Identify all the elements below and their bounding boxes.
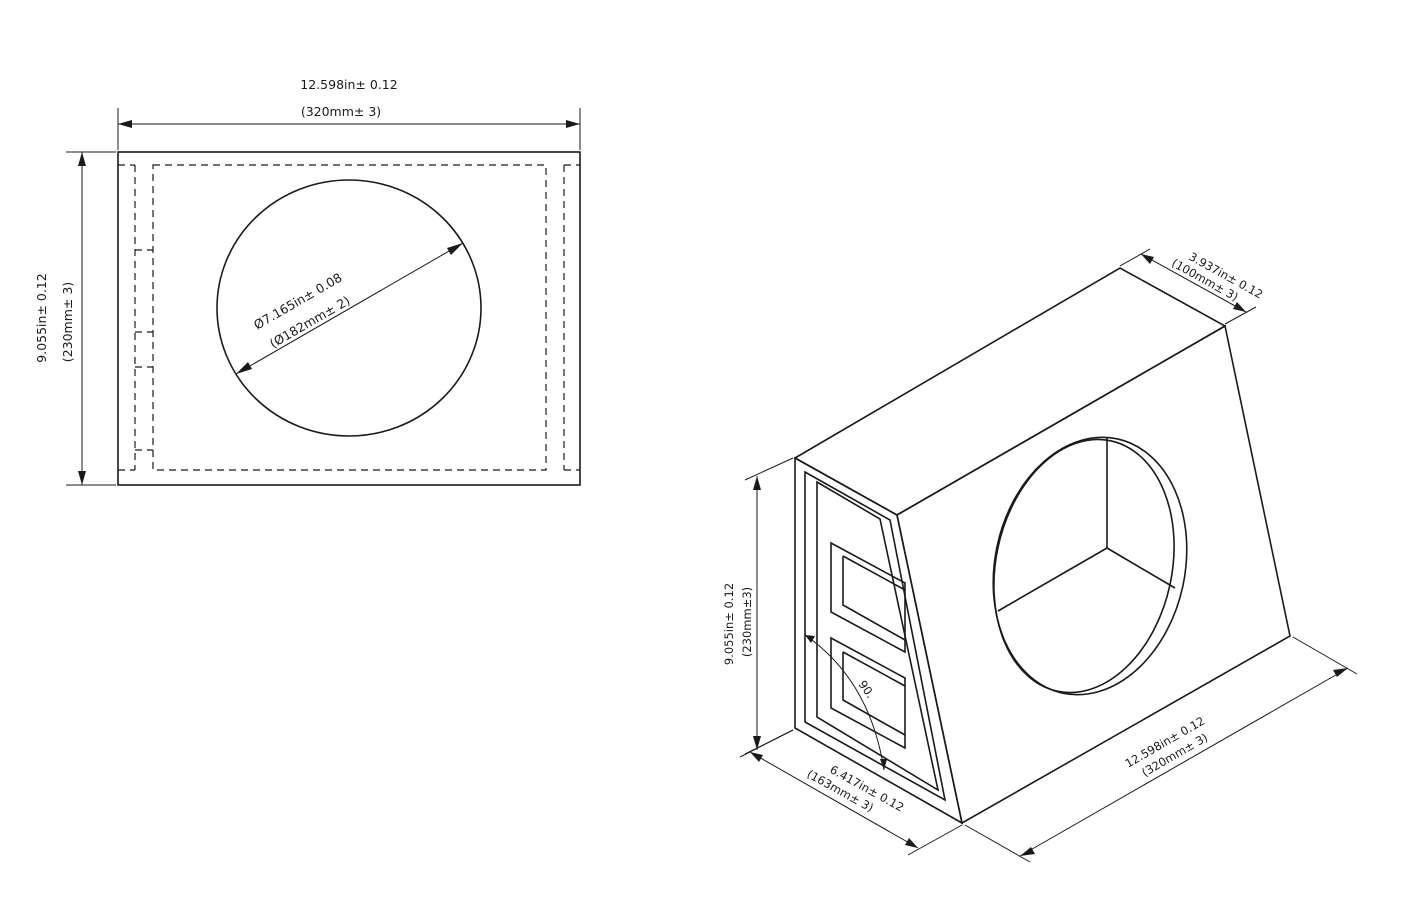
front-outline xyxy=(117,151,581,486)
speaker-hole xyxy=(216,179,482,437)
hole-diameter-line xyxy=(235,242,464,375)
box-edges xyxy=(793,267,1291,825)
front-width-metric: (320mm± 3) xyxy=(301,104,381,119)
front-height-dimension: 9.055in± 0.12 (230mm± 3) xyxy=(34,151,116,486)
iso-height-dimension: 9.055in± 0.12 (230mm±3) xyxy=(722,457,794,755)
hole-diameter-label: Ø7.165in± 0.08 (Ø182mm± 2) xyxy=(251,270,353,351)
iso-top-depth-dimension: 3.937in± 0.12 (100mm± 3) xyxy=(1119,248,1265,325)
isometric-view: 90. 3.937in± 0.12 (100mm± 3) xyxy=(722,248,1358,863)
front-width-imperial: 12.598in± 0.12 xyxy=(300,77,397,92)
iso-speaker-hole xyxy=(992,436,1188,696)
front-height-imperial: 9.055in± 0.12 xyxy=(34,273,49,362)
front-height-metric: (230mm± 3) xyxy=(60,282,75,362)
hidden-lines xyxy=(118,164,580,471)
iso-height-imperial: 9.055in± 0.12 xyxy=(722,583,736,665)
iso-height-metric: (230mm±3) xyxy=(740,587,754,657)
front-view: Ø7.165in± 0.08 (Ø182mm± 2) 12.598in± 0.1… xyxy=(34,77,581,486)
side-panel-frame: 90. xyxy=(804,470,947,802)
angle-label: 90. xyxy=(856,678,878,701)
front-width-dimension: 12.598in± 0.12 (320mm± 3) xyxy=(117,77,581,150)
